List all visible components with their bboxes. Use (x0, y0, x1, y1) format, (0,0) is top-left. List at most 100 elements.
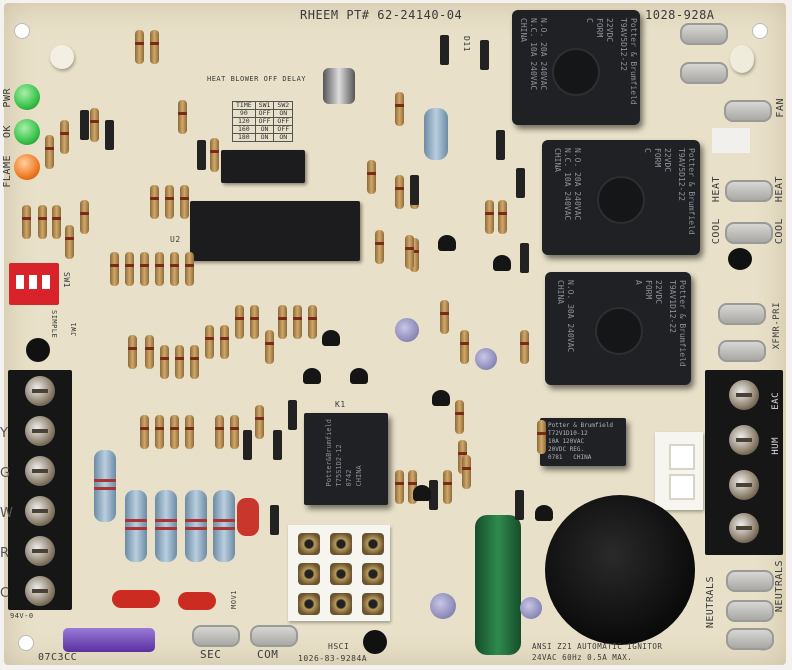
diode (288, 400, 297, 430)
resistor (185, 415, 194, 449)
spade-terminal-heat[interactable] (725, 180, 773, 202)
diode (80, 110, 89, 140)
terminal-screw-y[interactable] (25, 416, 55, 446)
resistor (255, 405, 264, 439)
relay-a: N.O. 30A 240VAC CHINA 22VDC FORM A Potte… (545, 272, 691, 385)
electrolytic-capacitor (395, 318, 419, 342)
resistor (45, 135, 54, 169)
resistor (455, 400, 464, 434)
film-capacitor (475, 515, 521, 655)
spade-terminal-neutral[interactable] (726, 600, 774, 622)
spade-terminal-com[interactable] (250, 625, 298, 647)
resistor (395, 92, 404, 126)
terminal-screw[interactable] (25, 376, 55, 406)
diode (273, 430, 282, 460)
resistor (498, 200, 507, 234)
spade-terminal-xfmr[interactable] (718, 303, 766, 325)
dip-label: SW1 (62, 272, 71, 288)
two-pin-connector[interactable] (655, 432, 703, 510)
resistor (150, 30, 159, 64)
resistor (140, 252, 149, 286)
resistor (293, 305, 302, 339)
diode (515, 490, 524, 520)
spade-terminal[interactable] (680, 62, 728, 84)
dip-toggle[interactable] (42, 275, 50, 289)
resistor (375, 230, 384, 264)
terminal-screw[interactable] (729, 470, 759, 500)
power-resistor (155, 490, 177, 562)
spade-terminal-xfmr[interactable] (718, 340, 766, 362)
spade-terminal-neutral[interactable] (726, 628, 774, 650)
relay-text: Potter & Brumfield T72V1D10-12 10A 120VA… (548, 422, 614, 461)
fuse[interactable] (63, 628, 155, 652)
terminal-label-hum: HUM (771, 437, 781, 455)
jw1-label: JW1 (70, 322, 78, 337)
resistor (520, 330, 529, 364)
transistor (438, 235, 456, 251)
transistor (493, 255, 511, 271)
resistor (537, 420, 546, 454)
board-title: RHEEM PT# 62-24140-04 (300, 8, 463, 22)
transistor (350, 368, 368, 384)
diode (197, 140, 206, 170)
resistor (462, 455, 471, 489)
cool-label: COOL (711, 218, 722, 245)
connector-pin (330, 563, 352, 585)
resistor (265, 330, 274, 364)
resistor (175, 345, 184, 379)
relay-form: 22VDC FORM C (643, 148, 672, 173)
resistor (185, 252, 194, 286)
diode (270, 505, 279, 535)
dip-switch[interactable] (9, 263, 59, 305)
capacitor-red (112, 590, 160, 608)
terminal-screw-c[interactable] (25, 576, 55, 606)
connector-pin (330, 533, 352, 555)
resistor (180, 185, 189, 219)
diode (480, 40, 489, 70)
nine-pin-connector[interactable] (288, 525, 390, 621)
terminal-screw-w[interactable] (25, 496, 55, 526)
resistor (128, 335, 137, 369)
transistor (728, 248, 752, 270)
relay-text: Potter&Brumfield T75S1D2-12 0742 CHINA (325, 419, 363, 487)
spade-terminal-neutral[interactable] (726, 570, 774, 592)
spade-terminal-sec[interactable] (192, 625, 240, 647)
terminal-screw[interactable] (729, 513, 759, 543)
dip-toggle[interactable] (16, 275, 24, 289)
diode (429, 480, 438, 510)
resistor (155, 415, 164, 449)
resistor (52, 205, 61, 239)
resistor (145, 335, 154, 369)
heat-label: HEAT (774, 176, 785, 203)
resistor (395, 175, 404, 209)
neutrals-label: NEUTRALS (705, 576, 716, 629)
connector-pin (298, 533, 320, 555)
spade-terminal-cool[interactable] (725, 222, 773, 244)
dip-toggle[interactable] (29, 275, 37, 289)
resistor (135, 30, 144, 64)
connector-pin (362, 533, 384, 555)
resistor (485, 200, 494, 234)
resistor (165, 185, 174, 219)
resistor (210, 138, 219, 172)
terminal-label-c: C (0, 586, 10, 601)
resistor (205, 325, 214, 359)
terminal-screw-r[interactable] (25, 536, 55, 566)
sec-label: SEC (200, 648, 222, 661)
resistor (405, 235, 414, 269)
electrolytic-capacitor (475, 348, 497, 370)
spade-terminal[interactable] (680, 23, 728, 45)
led-label-ok: OK (2, 125, 13, 139)
transistor (413, 485, 431, 501)
delay-table-title: HEAT BLOWER OFF DELAY (207, 75, 307, 83)
mounting-hole (752, 23, 768, 39)
relay-small: Potter & Brumfield T72V1D10-12 10A 120VA… (540, 418, 626, 466)
spade-terminal-fan[interactable] (724, 100, 772, 122)
terminal-screw-hum[interactable] (729, 425, 759, 455)
terminal-screw-g[interactable] (25, 456, 55, 486)
resistor (90, 108, 99, 142)
resistor (190, 345, 199, 379)
terminal-screw-eac[interactable] (729, 380, 759, 410)
